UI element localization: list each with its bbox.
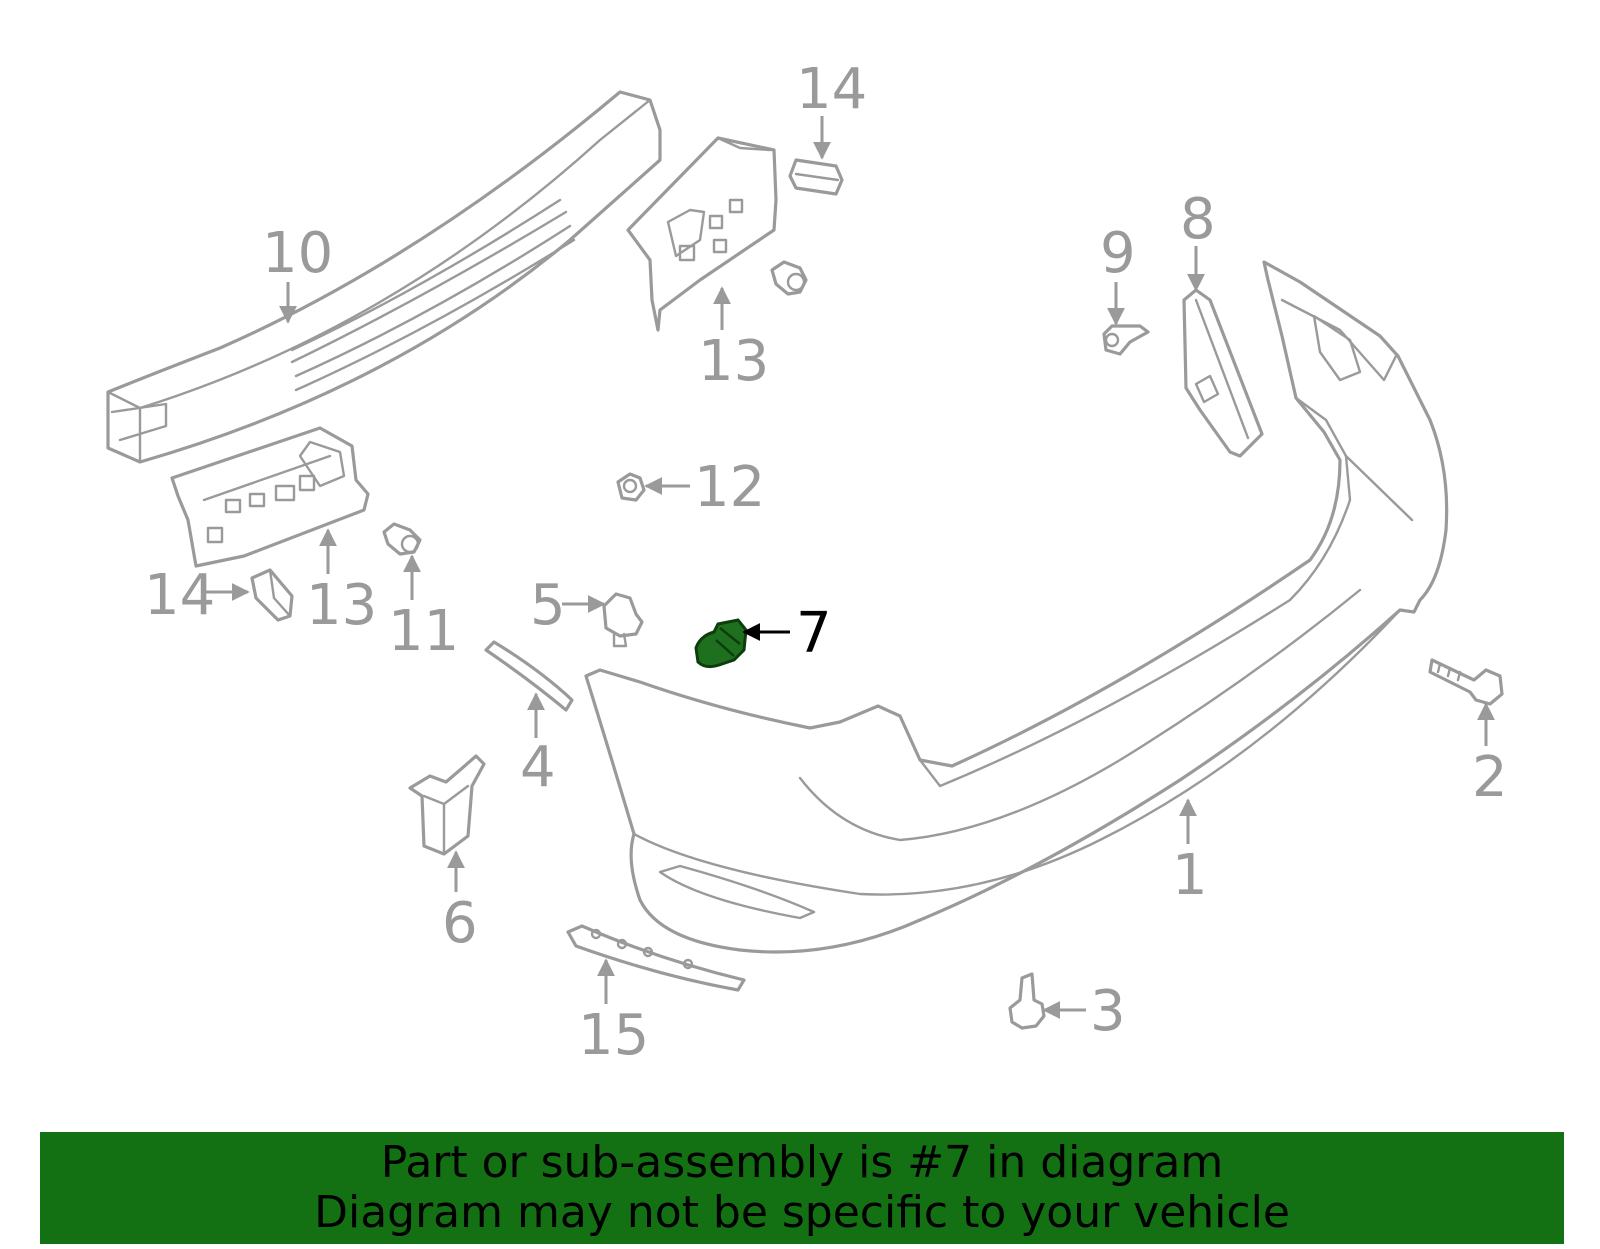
callout-10: 10 — [262, 221, 333, 286]
callout-12: 12 — [694, 455, 765, 520]
part-9-retainer[interactable] — [1102, 324, 1150, 356]
callout-4: 4 — [520, 735, 556, 800]
part-11-push-pin[interactable] — [382, 522, 422, 556]
callout-8: 8 — [1180, 187, 1216, 252]
part-4-strip[interactable] — [484, 640, 574, 712]
part-15-lower-trim[interactable] — [566, 924, 746, 992]
callout-arrows — [206, 116, 1495, 1019]
part-7-highlighted-clip[interactable] — [694, 618, 748, 669]
part-5-clip[interactable] — [602, 592, 644, 648]
banner-line-disclaimer: Diagram may not be specific to your vehi… — [314, 1187, 1290, 1238]
part-10-reinforcement-beam[interactable] — [106, 90, 662, 464]
part-14-lower-clip[interactable] — [250, 568, 294, 622]
part-12-clip[interactable] — [616, 472, 646, 502]
callout-14-upper: 14 — [796, 57, 867, 122]
callout-13-lower: 13 — [306, 573, 377, 638]
part-13-lower-bracket[interactable] — [170, 426, 370, 568]
callout-14-lower: 14 — [144, 563, 215, 628]
callout-15: 15 — [578, 1003, 649, 1068]
part-6-bracket[interactable] — [408, 754, 486, 856]
banner-line-part: Part or sub-assembly is #7 in diagram — [380, 1137, 1224, 1188]
part-1-bumper-cover[interactable] — [584, 260, 1449, 954]
callout-labels: 10 14 13 9 8 12 14 13 11 5 7 4 2 1 6 15 … — [144, 57, 1508, 1068]
part-13-upper-bracket[interactable] — [626, 136, 778, 332]
callout-5: 5 — [530, 573, 566, 638]
callout-11: 11 — [388, 599, 459, 664]
part-8-side-bracket[interactable] — [1182, 288, 1264, 458]
callout-2: 2 — [1472, 745, 1508, 810]
push-pin-upper[interactable] — [770, 260, 808, 296]
callout-7: 7 — [796, 601, 832, 666]
part-2-bolt[interactable] — [1428, 658, 1504, 706]
callout-13-upper: 13 — [698, 329, 769, 394]
callout-6: 6 — [442, 891, 478, 956]
callout-1: 1 — [1172, 843, 1208, 908]
callout-9: 9 — [1100, 221, 1136, 286]
part-3-screw[interactable] — [1008, 972, 1046, 1030]
callout-3: 3 — [1090, 979, 1126, 1044]
part-14-upper-clip[interactable] — [788, 158, 844, 196]
info-banner: Part or sub-assembly is #7 in diagram Di… — [40, 1132, 1564, 1244]
